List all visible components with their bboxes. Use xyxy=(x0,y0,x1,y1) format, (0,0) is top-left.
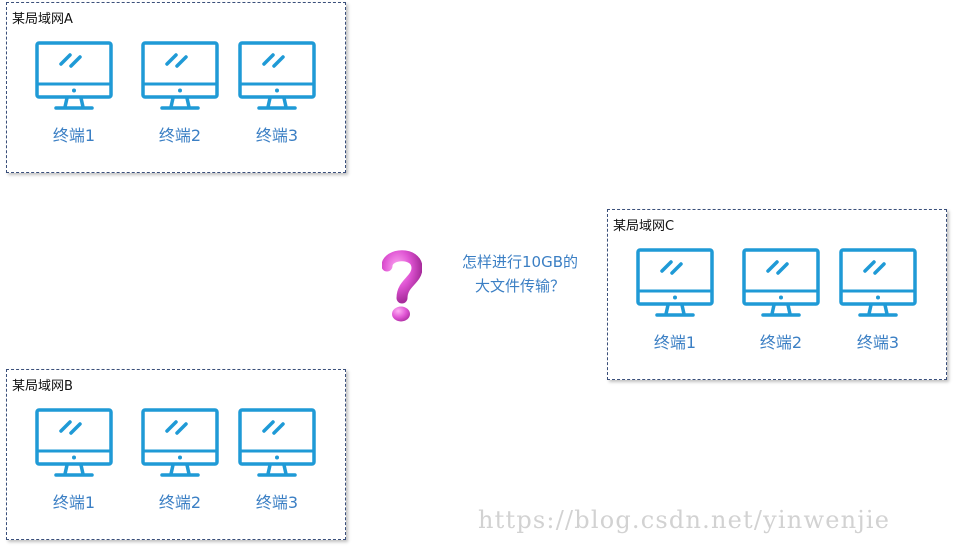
terminal-2[interactable]: 终端2 xyxy=(140,41,220,151)
monitor-icon xyxy=(838,248,918,328)
monitor-icon xyxy=(635,248,715,328)
terminal-label: 终端2 xyxy=(759,333,803,352)
lan-a: 某局域网A 终端1 终端2 终端3 xyxy=(6,2,346,173)
monitor-icon xyxy=(140,408,220,488)
terminal-3[interactable]: 终端3 xyxy=(237,41,317,151)
terminal-label: 终端2 xyxy=(158,493,202,512)
terminal-label: 终端1 xyxy=(52,126,96,145)
terminal-1[interactable]: 终端1 xyxy=(635,248,715,358)
terminal-label: 终端3 xyxy=(856,333,900,352)
monitor-icon xyxy=(237,41,317,121)
terminal-3[interactable]: 终端3 xyxy=(237,408,317,518)
watermark: https://blog.csdn.net/yinwenjie xyxy=(478,506,891,534)
terminal-label: 终端1 xyxy=(52,493,96,512)
terminal-2[interactable]: 终端2 xyxy=(140,408,220,518)
terminal-label: 终端3 xyxy=(255,126,299,145)
monitor-icon xyxy=(140,41,220,121)
monitor-icon xyxy=(741,248,821,328)
lan-label: 某局域网C xyxy=(613,219,675,234)
question-mark-icon xyxy=(382,250,422,322)
terminal-1[interactable]: 终端1 xyxy=(34,408,114,518)
lan-label: 某局域网B xyxy=(12,379,73,394)
lan-b: 某局域网B 终端1 终端2 终端3 xyxy=(6,369,346,540)
terminal-label: 终端1 xyxy=(653,333,697,352)
monitor-icon xyxy=(237,408,317,488)
question-line-2: 大文件传输？ xyxy=(474,277,565,295)
terminal-1[interactable]: 终端1 xyxy=(34,41,114,151)
terminal-label: 终端3 xyxy=(255,493,299,512)
terminal-2[interactable]: 终端2 xyxy=(741,248,821,358)
question-text: 怎样进行10GB的 大文件传输？ xyxy=(440,250,600,298)
question-line-1: 怎样进行10GB的 xyxy=(461,253,578,271)
monitor-icon xyxy=(34,408,114,488)
lan-c: 某局域网C 终端1 终端2 终端3 xyxy=(607,209,947,380)
terminal-label: 终端2 xyxy=(158,126,202,145)
monitor-icon xyxy=(34,41,114,121)
terminal-3[interactable]: 终端3 xyxy=(838,248,918,358)
lan-label: 某局域网A xyxy=(12,12,73,27)
